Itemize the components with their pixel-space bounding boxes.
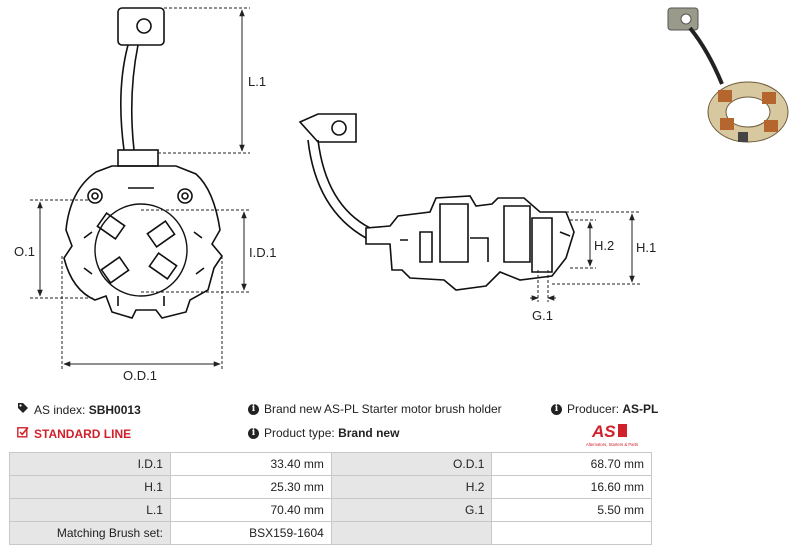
lead-cable — [120, 44, 139, 151]
spec-label: H.1 — [9, 475, 171, 499]
label-o1: O.1 — [14, 244, 35, 259]
info-icon: i — [248, 427, 259, 439]
product-type-label: Product type: — [264, 426, 335, 440]
commutator-ring — [94, 203, 188, 297]
spec-value: 25.30 mm — [169, 475, 332, 499]
holder-body — [63, 165, 223, 319]
spec-value: 16.60 mm — [491, 475, 652, 499]
table-row: I.D.1 33.40 mm O.D.1 68.70 mm — [9, 452, 652, 476]
spring-clips — [83, 187, 205, 306]
side-view — [298, 113, 575, 291]
description-text: Brand new AS-PL Starter motor brush hold… — [264, 402, 502, 416]
spec-label — [330, 521, 493, 545]
terminal-lug — [117, 7, 165, 46]
matching-brush-set-link[interactable]: BSX159-1604 — [169, 521, 332, 545]
spec-label: G.1 — [330, 498, 493, 522]
spec-value: 70.40 mm — [169, 498, 332, 522]
mount-hole-right — [177, 188, 193, 204]
as-index-value: SBH0013 — [88, 402, 141, 417]
label-od1: O.D.1 — [123, 368, 157, 383]
brush-pocket-4 — [148, 252, 178, 280]
spec-value: 33.40 mm — [169, 452, 332, 476]
side-dimensions — [530, 211, 640, 302]
front-view — [63, 7, 223, 319]
spec-value: 5.50 mm — [491, 498, 652, 522]
side-details — [400, 231, 571, 262]
table-row: H.1 25.30 mm H.2 16.60 mm — [9, 475, 652, 499]
spec-label: Matching Brush set: — [9, 521, 171, 545]
label-id1: I.D.1 — [249, 245, 276, 260]
label-h1: H.1 — [636, 240, 656, 255]
logo-mark: AS — [591, 422, 616, 441]
terminal-hole — [136, 18, 152, 34]
label-h2: H.2 — [594, 238, 614, 253]
table-row: L.1 70.40 mm G.1 5.50 mm — [9, 498, 652, 522]
front-dimensions — [30, 7, 250, 370]
side-terminal-lug — [298, 113, 357, 143]
spec-label: H.2 — [330, 475, 493, 499]
info-icon: i — [248, 403, 259, 415]
spec-value: 68.70 mm — [491, 452, 652, 476]
description-row: i Brand new AS-PL Starter motor brush ho… — [248, 402, 502, 416]
brush-pocket-2 — [146, 220, 176, 248]
side-body — [365, 195, 575, 291]
as-index-label: AS index: — [34, 402, 86, 417]
standard-line-row: STANDARD LINE — [17, 426, 131, 441]
label-g1: G.1 — [532, 308, 553, 323]
product-type-row: i Product type: Brand new — [248, 426, 399, 440]
spec-label: O.D.1 — [330, 452, 493, 476]
spec-label: I.D.1 — [9, 452, 171, 476]
brush-pocket-3 — [100, 256, 130, 284]
side-terminal-hole — [331, 120, 347, 136]
mount-hole-left — [87, 188, 103, 204]
cable-crimp — [117, 149, 159, 167]
specs-table: I.D.1 33.40 mm O.D.1 68.70 mm H.1 25.30 … — [9, 452, 652, 545]
dimension-labels: L.1 O.1 I.D.1 O.D.1 H.1 H.2 G.1 — [14, 74, 656, 383]
side-brush-boxes — [419, 203, 553, 273]
label-l1: L.1 — [248, 74, 266, 89]
as-pl-logo: AS Alternators, Starters & Parts — [584, 420, 656, 450]
mount-hole-right-inner — [181, 192, 189, 200]
checkbox-icon — [17, 426, 29, 441]
mount-hole-left-inner — [91, 192, 99, 200]
spec-label: L.1 — [9, 498, 171, 522]
side-cable — [307, 139, 371, 239]
producer-row: i Producer: AS-PL — [551, 402, 658, 416]
product-thumbnail — [667, 7, 789, 143]
table-row: Matching Brush set: BSX159-1604 — [9, 521, 652, 545]
logo-tagline: Alternators, Starters & Parts — [586, 442, 638, 447]
standard-line-label: STANDARD LINE — [34, 426, 132, 441]
producer-value: AS-PL — [622, 402, 659, 416]
product-type-value: Brand new — [338, 426, 400, 440]
brush-pocket-1 — [96, 212, 126, 240]
producer-label: Producer: — [567, 402, 620, 416]
tag-icon — [17, 402, 29, 417]
spec-value — [491, 521, 652, 545]
as-index-row: AS index: SBH0013 — [17, 402, 141, 417]
technical-drawing: L.1 O.1 I.D.1 O.D.1 H.1 H.2 G.1 — [14, 7, 789, 383]
info-icon: i — [551, 403, 562, 415]
